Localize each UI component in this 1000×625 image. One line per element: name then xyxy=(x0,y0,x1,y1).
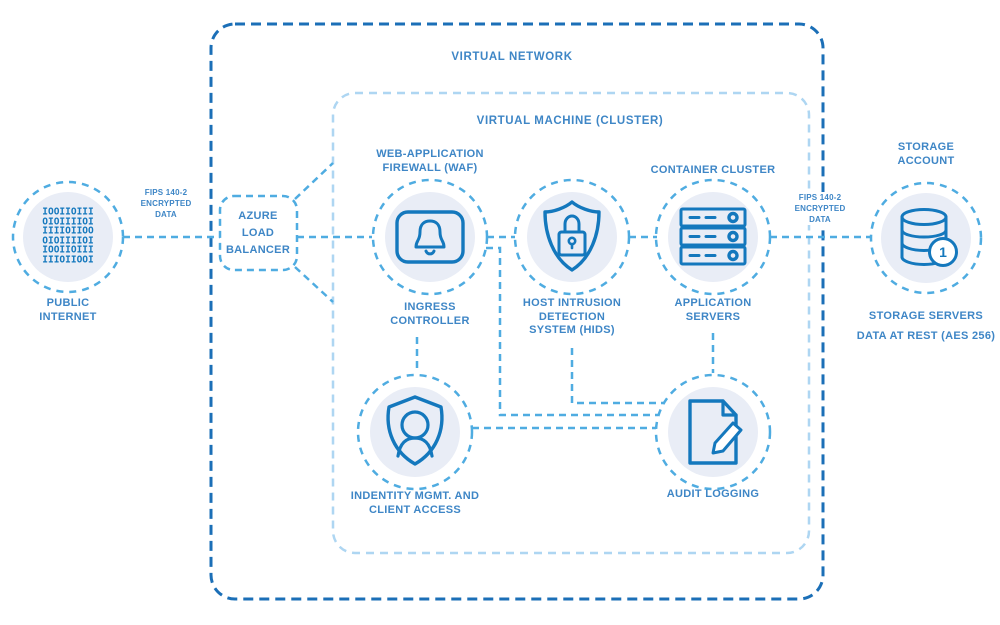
audit-ring xyxy=(654,373,772,491)
virtual-machine-cluster-box xyxy=(331,91,811,555)
ingress-controller-label: INGRESS CONTROLLER xyxy=(390,301,470,327)
hids-ring xyxy=(513,178,631,296)
fips-right-label: FIPS 140-2 ENCRYPTED DATA xyxy=(791,192,849,225)
connection-lines xyxy=(123,162,871,430)
virtual-machine-cluster-label: VIRTUAL MACHINE (CLUSTER) xyxy=(476,115,664,127)
edge-alb-diagonal-bottom xyxy=(294,266,334,303)
storage-account-title: STORAGE ACCOUNT xyxy=(897,141,955,167)
node-icons xyxy=(386,200,958,466)
audit-logging-label: AUDIT LOGGING xyxy=(666,488,760,500)
azure-load-balancer-label: AZURE LOAD BALANCER xyxy=(225,210,291,256)
identity-ring xyxy=(356,373,474,491)
waf-fill xyxy=(385,192,475,282)
shield-person-icon xyxy=(386,395,444,466)
public-internet-fill xyxy=(23,192,113,282)
waf-node xyxy=(371,178,489,296)
node-circles xyxy=(11,178,983,491)
application-servers-label: APPLICATION SERVERS xyxy=(674,297,752,323)
edge-alb-diagonal-top xyxy=(294,162,334,200)
edge-waf-to-audit xyxy=(486,246,658,417)
public-internet-label: PUBLIC INTERNET xyxy=(39,297,97,323)
binary-icon: IOOIIOIII OIOIIIIOI IIIIOIIOO OIOIIIIOI … xyxy=(42,206,94,265)
waf-ring xyxy=(371,178,489,296)
identity-label: INDENTITY MGMT. AND CLIENT ACCESS xyxy=(350,490,480,516)
fips-left-label: FIPS 140-2 ENCRYPTED DATA xyxy=(140,188,192,219)
container-cluster-title: CONTAINER CLUSTER xyxy=(650,164,776,176)
virtual-network-box xyxy=(209,22,825,601)
audit-node xyxy=(654,373,772,491)
server-stack-icon xyxy=(679,207,747,266)
storage-count-badge: 1 xyxy=(939,244,947,260)
storage-servers-label: STORAGE SERVERS DATA AT REST (AES 256) xyxy=(856,310,996,342)
container-ring xyxy=(654,178,772,296)
shield-lock-icon xyxy=(543,200,601,272)
identity-node xyxy=(356,373,474,491)
edge-hids-to-audit xyxy=(570,348,664,405)
bell-icon xyxy=(395,210,465,264)
public-internet-ring xyxy=(11,180,125,294)
document-pencil-icon xyxy=(688,399,743,465)
hids-label: HOST INTRUSION DETECTION SYSTEM (HIDS) xyxy=(522,297,622,336)
count-badge-circle xyxy=(928,237,958,267)
storage-ring xyxy=(869,181,983,295)
virtual-network-label: VIRTUAL NETWORK xyxy=(451,51,573,63)
identity-fill xyxy=(370,387,460,477)
azure-load-balancer-box xyxy=(218,194,299,272)
database-icon xyxy=(900,208,958,267)
public-internet-node xyxy=(11,180,125,294)
waf-title: WEB-APPLICATION FIREWALL (WAF) xyxy=(376,148,484,174)
